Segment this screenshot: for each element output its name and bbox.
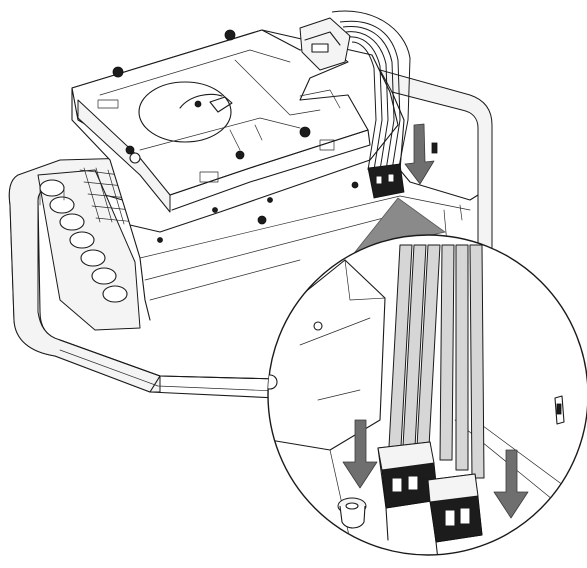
down-arrow-icon	[493, 449, 529, 519]
drive-assembly	[71, 17, 399, 243]
down-arrow-icon	[404, 123, 435, 185]
enclosure-base	[8, 69, 493, 401]
down-arrow-icon	[342, 419, 378, 489]
ribbon-cable	[331, 10, 411, 199]
detail-magnifier	[267, 234, 587, 556]
battery-cells	[37, 167, 141, 331]
